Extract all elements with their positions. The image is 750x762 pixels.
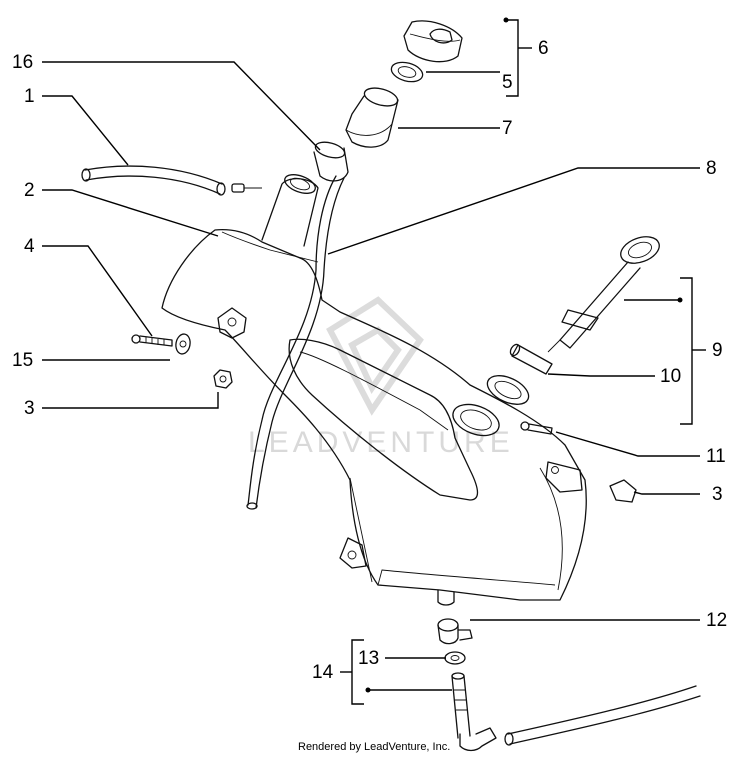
callout-11: 11 [706,446,726,467]
callout-2: 2 [24,180,35,201]
callout-10: 10 [660,366,681,387]
fuel-cap [403,20,463,63]
callout-8: 8 [706,158,717,179]
callout-9: 9 [712,340,723,361]
callout-numbers: 16 1 2 4 15 3 6 5 7 8 9 10 11 3 12 13 14 [12,38,727,683]
overflow-tube [246,175,345,510]
clip-nut-right [609,479,637,503]
callout-16: 16 [12,52,33,73]
watermark-text: LEADVENTURE [248,426,514,459]
callout-13: 13 [358,648,379,669]
watermark: LEADVENTURE [248,296,514,459]
filler-sleeve [313,141,349,182]
cap-gasket [390,61,424,83]
callout-1: 1 [24,86,35,107]
callout-14: 14 [312,662,334,683]
filler-adapter [345,87,399,148]
mount-washer [175,333,191,355]
vent-hose [81,165,226,196]
callout-3-left: 3 [24,398,35,419]
watermark-logo [326,296,424,416]
callout-15: 15 [12,350,33,371]
fuel-gauge-sender [509,236,660,375]
sender-gasket [486,375,530,405]
nut-left [213,369,233,389]
mount-screw [131,334,173,347]
hose-fitting [451,672,497,752]
callout-3-right: 3 [712,484,723,505]
callout-6: 6 [538,38,549,59]
callout-7: 7 [502,118,513,139]
callout-5: 5 [502,72,513,93]
credit-line: Rendered by LeadVenture, Inc. [298,741,450,753]
neck-screw [231,183,262,193]
tap-washer [444,651,466,665]
leader-lines [42,17,706,705]
sender-screw [520,421,553,435]
callout-4: 4 [24,236,35,257]
fuel-hose [504,685,701,746]
fuel-tap [437,618,473,645]
fuel-tank [161,174,587,606]
callout-12: 12 [706,610,727,631]
